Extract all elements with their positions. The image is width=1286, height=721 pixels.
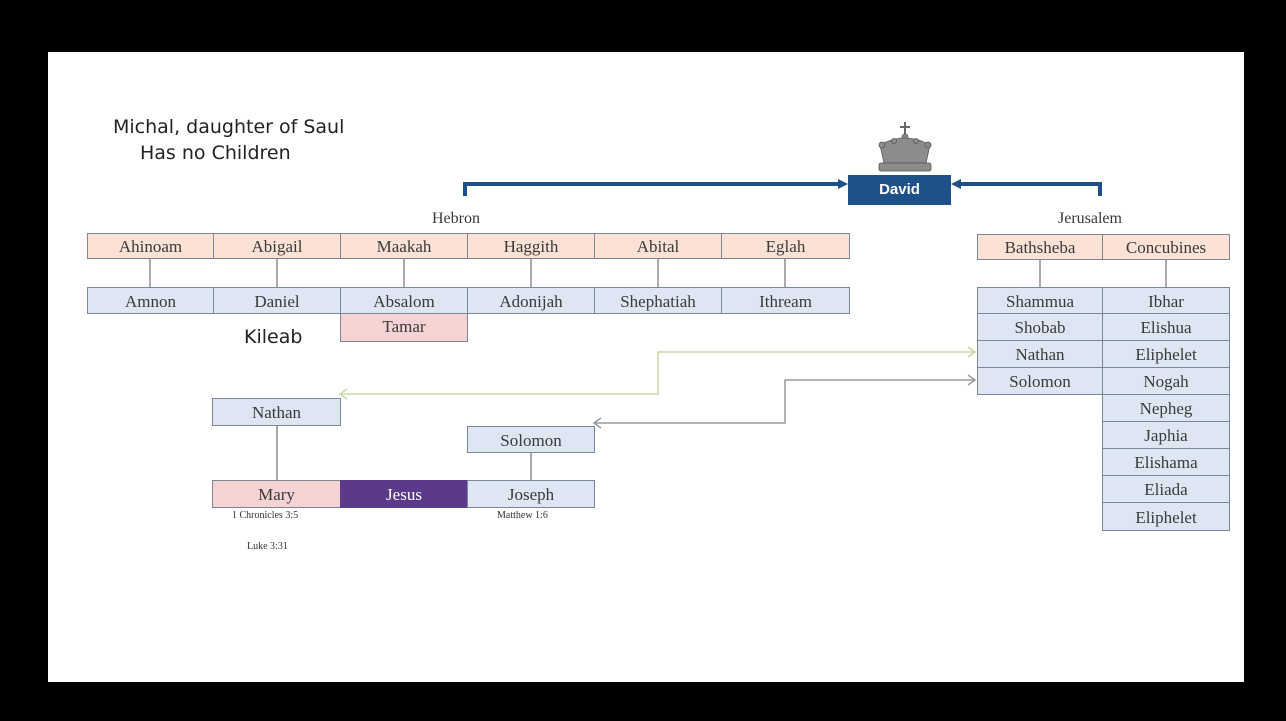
son-box: Shammua bbox=[977, 287, 1103, 314]
kileab-note: Kileab bbox=[244, 326, 303, 348]
hebron-label: Hebron bbox=[432, 210, 480, 227]
michal-note-line2: Has no Children bbox=[140, 142, 291, 164]
wife-box: Abital bbox=[594, 233, 722, 259]
son-box: Shobab bbox=[977, 313, 1103, 341]
david-left-arrowhead bbox=[838, 179, 848, 189]
mary-box: Mary bbox=[212, 480, 341, 508]
david-box: David bbox=[848, 175, 951, 205]
son-box: Daniel bbox=[213, 287, 341, 314]
son-box: Ithream bbox=[721, 287, 850, 314]
mother-box: Bathsheba bbox=[977, 234, 1103, 260]
crown-icon bbox=[878, 122, 932, 172]
david-right-bracket bbox=[961, 182, 1102, 196]
son-box: Eliada bbox=[1102, 475, 1230, 503]
nathan-lineage-box: Nathan bbox=[212, 398, 341, 426]
mary-reference-1: 1 Chronicles 3:5 bbox=[232, 510, 299, 521]
son-box: Amnon bbox=[87, 287, 214, 314]
solomon-lineage-box: Solomon bbox=[467, 426, 595, 453]
son-box: Elishua bbox=[1102, 313, 1230, 341]
son-box: Shephatiah bbox=[594, 287, 722, 314]
mother-box: Concubines bbox=[1102, 234, 1230, 260]
jesus-box: Jesus bbox=[340, 480, 468, 508]
wife-box: Ahinoam bbox=[87, 233, 214, 259]
mary-reference-2: Luke 3:31 bbox=[247, 541, 288, 552]
son-box: Japhia bbox=[1102, 421, 1230, 449]
david-left-bracket bbox=[463, 182, 838, 196]
son-box: Elishama bbox=[1102, 448, 1230, 476]
david-right-arrowhead bbox=[951, 179, 961, 189]
nathan-arrow bbox=[340, 351, 975, 395]
wife-box: Eglah bbox=[721, 233, 850, 259]
wife-box: Haggith bbox=[467, 233, 595, 259]
son-box: Eliphelet bbox=[1102, 340, 1230, 368]
wife-box: Maakah bbox=[340, 233, 468, 259]
son-box: Absalom bbox=[340, 287, 468, 314]
son-box: Solomon bbox=[977, 367, 1103, 395]
son-box: Ibhar bbox=[1102, 287, 1230, 314]
michal-note-line1: Michal, daughter of Saul bbox=[113, 116, 345, 138]
son-box: Nepheg bbox=[1102, 394, 1230, 422]
jerusalem-label: Jerusalem bbox=[1058, 210, 1122, 227]
son-box: Nathan bbox=[977, 340, 1103, 368]
son-box: Eliphelet bbox=[1102, 502, 1230, 531]
joseph-box: Joseph bbox=[467, 480, 595, 508]
wife-box: Abigail bbox=[213, 233, 341, 259]
joseph-reference: Matthew 1:6 bbox=[497, 510, 548, 521]
son-box: Nogah bbox=[1102, 367, 1230, 395]
daughter-box: Tamar bbox=[340, 313, 468, 342]
solomon-arrow bbox=[594, 379, 975, 424]
son-box: Adonijah bbox=[467, 287, 595, 314]
